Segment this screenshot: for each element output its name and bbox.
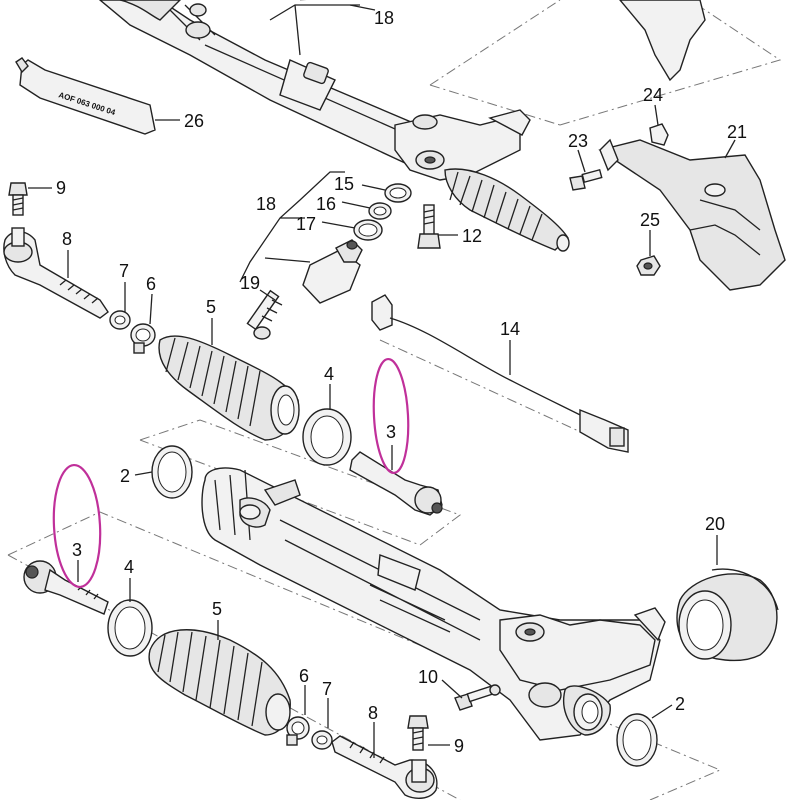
label-19: 19 [240,273,260,293]
tie-rod-end-8-upper [3,227,109,319]
label-14: 14 [500,319,520,339]
clip-24 [649,123,669,146]
seal-ring-2-lower [616,713,658,767]
main-steering-rack [201,467,666,741]
bolt-10 [454,684,501,711]
tie-rod-3-lower [23,560,109,615]
label-21: 21 [727,122,747,142]
label-4-upper: 4 [324,364,334,384]
label-23: 23 [568,131,588,151]
label-2-lower: 2 [675,694,685,714]
clamp-6-upper [130,323,156,354]
label-2-upper: 2 [120,466,130,486]
label-5-upper: 5 [206,297,216,317]
label-25: 25 [640,210,660,230]
sensor-cable-14 [371,294,629,453]
label-3-upper: 3 [386,422,396,442]
label-5-lower: 5 [212,599,222,619]
seal-ring-2-upper [151,445,193,499]
label-15: 15 [334,174,354,194]
bracket-21 [598,0,786,291]
label-3-lower: 3 [72,540,82,560]
label-12: 12 [462,226,482,246]
label-17: 17 [296,214,316,234]
tie-rod-3-upper [349,451,443,516]
grease-tube-26: AOF 063 000 04 [15,57,156,135]
clamp-6-lower [286,716,310,746]
label-7-lower: 7 [322,679,332,699]
valve-19 [246,239,363,340]
label-18-top: 18 [374,8,394,28]
nut-25 [636,255,661,276]
label-7-upper: 7 [119,261,129,281]
clamp-ring-4-upper [302,408,352,466]
label-8-lower: 8 [368,703,378,723]
label-24: 24 [643,85,663,105]
label-26: 26 [184,111,204,131]
label-8-upper: 8 [62,229,72,249]
tie-rod-end-8-lower [331,735,438,799]
label-10: 10 [418,667,438,687]
boot-5-upper [158,335,300,441]
bolt-9-upper [8,182,28,216]
highlight-ellipse-upper [372,357,410,475]
label-4-lower: 4 [124,557,134,577]
bolt-12 [417,204,441,249]
highlight-marks [52,357,410,589]
label-18-mid: 18 [256,194,276,214]
highlight-ellipse-lower [52,463,102,589]
label-9-upper: 9 [56,178,66,198]
boot-5-lower [148,629,291,736]
upper-steering-rack [98,0,570,252]
part-labels: 18 26 24 21 23 25 9 15 16 17 18 12 8 7 6… [56,8,747,756]
nut-7-upper [109,310,131,330]
clamp-ring-4-lower [107,599,153,657]
seal-rings [353,183,412,241]
bolt-23 [569,168,603,191]
label-6-lower: 6 [299,666,309,686]
label-16: 16 [316,194,336,214]
bolt-9-lower [407,715,429,751]
nut-7-lower [311,730,333,750]
label-9-lower: 9 [454,736,464,756]
label-20: 20 [705,514,725,534]
leader-lines [28,4,736,758]
cover-20 [676,568,779,662]
label-6-upper: 6 [146,274,156,294]
